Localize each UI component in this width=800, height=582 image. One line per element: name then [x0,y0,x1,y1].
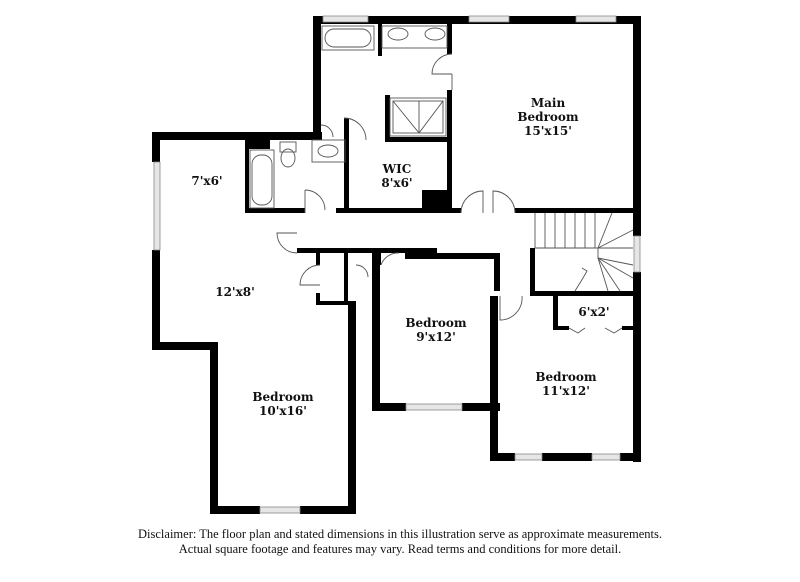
room-dimensions: 11'x12' [542,384,590,398]
room-label-closet-6x2: 6'x2' [578,305,609,319]
room-dimensions: 15'x15' [524,124,572,138]
disclaimer-line-1: Disclaimer: The floor plan and stated di… [138,527,662,541]
room-dimensions: 8'x6' [381,176,413,190]
disclaimer-line-2: Actual square footage and features may v… [178,542,622,556]
room-dimensions: 6'x2' [578,305,610,319]
room-name-line: Main [530,96,566,110]
disclaimer: Disclaimer: The floor plan and stated di… [0,527,800,557]
room-label-12x8: 12'x8' [215,285,255,299]
room-name-line: Bedroom [405,316,467,330]
room-name-line: Bedroom [252,390,314,404]
room-label-main-bedroom: Main Bedroom 15'x15' [517,96,578,138]
room-name-line: WIC [382,162,412,176]
room-name-line: Bedroom [517,110,579,124]
room-label-wic: WIC 8'x6' [381,162,412,190]
room-label-bedroom-10x16: Bedroom 10'x16' [252,390,313,418]
room-label-bedroom-11x12: Bedroom 11'x12' [535,370,596,398]
room-label-bedroom-9x12: Bedroom 9'x12' [405,316,466,344]
room-name-line: Bedroom [535,370,597,384]
fixtures [249,25,634,292]
windows [153,15,641,514]
walls [152,16,641,514]
room-dimensions: 9'x12' [416,330,456,344]
doors [276,53,623,334]
room-dimensions: 12'x8' [215,285,255,299]
room-dimensions: 10'x16' [259,404,307,418]
room-dimensions: 7'x6' [191,174,223,188]
room-label-7x6: 7'x6' [191,174,222,188]
